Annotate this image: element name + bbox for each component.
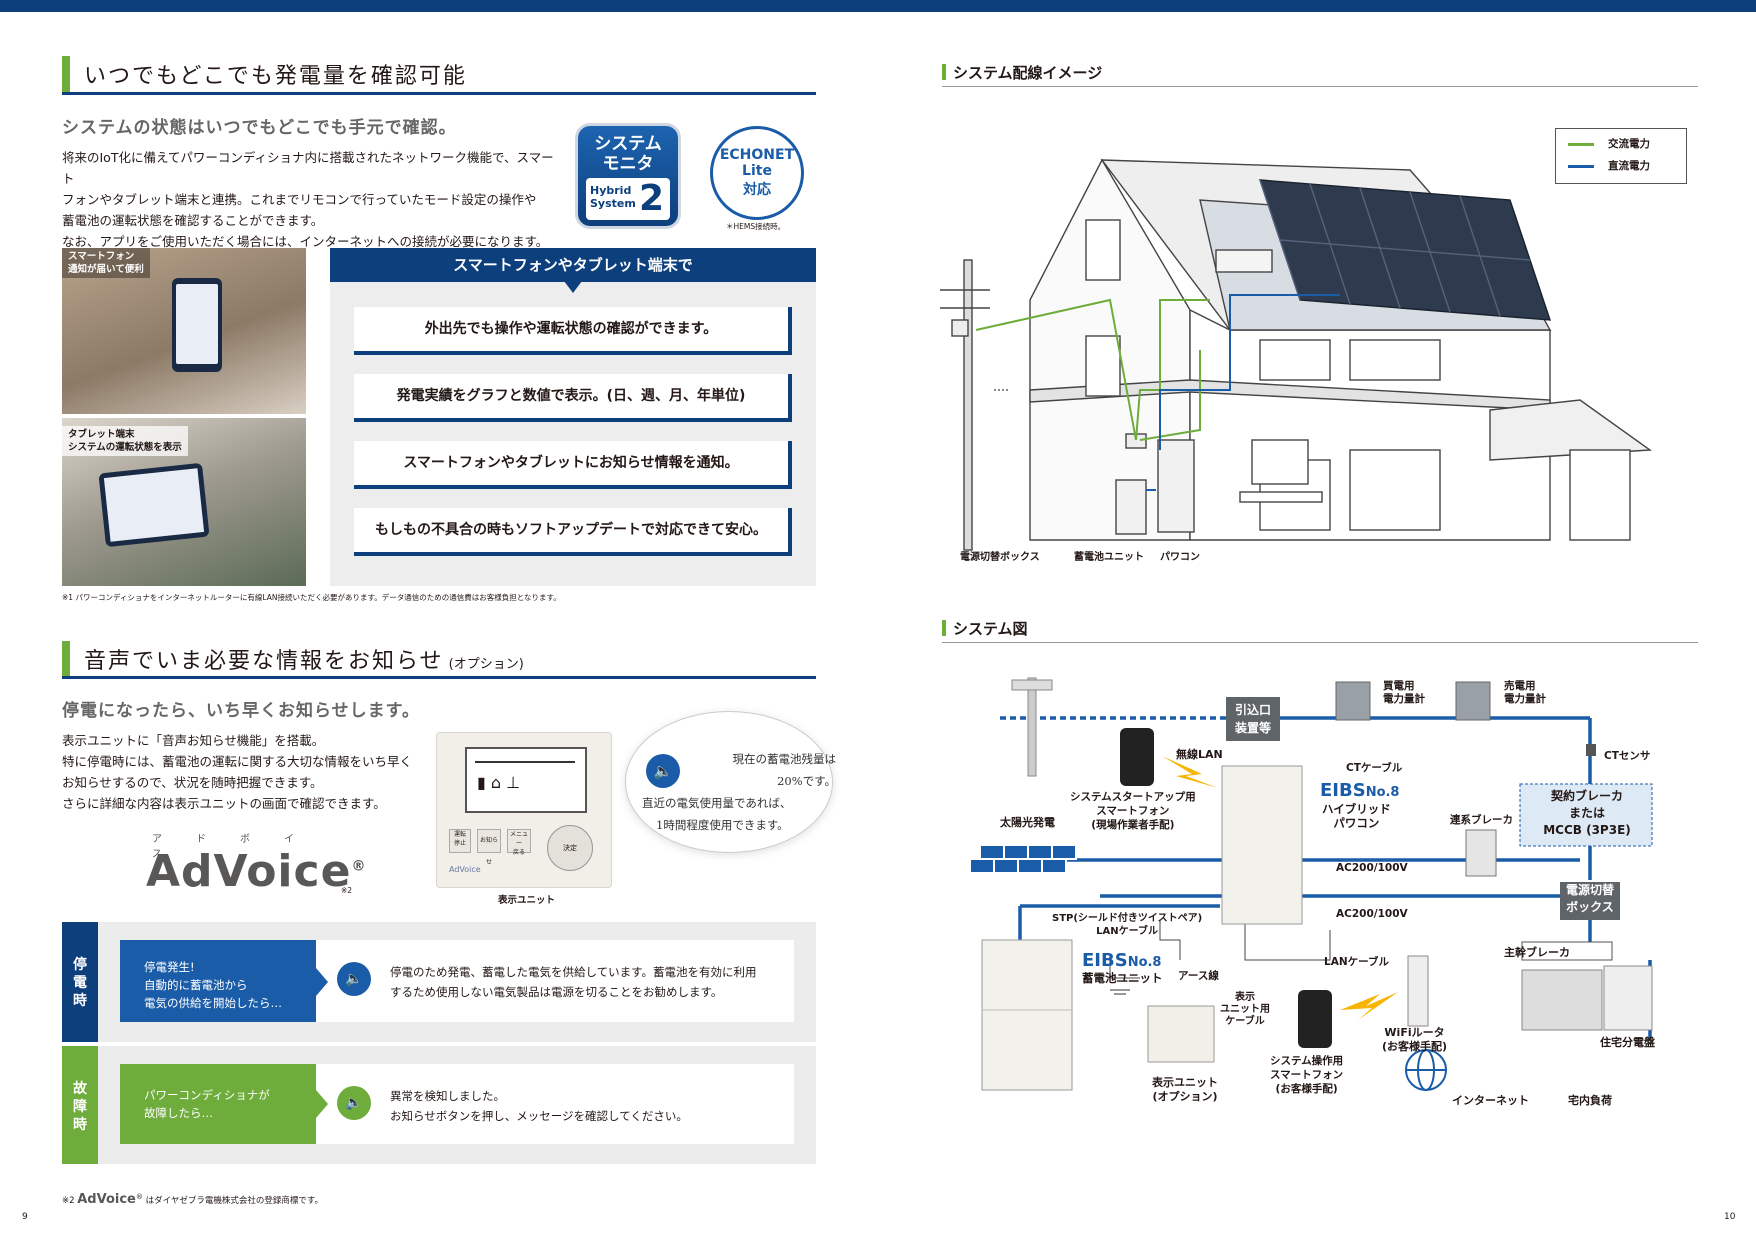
lan-cable-label: LANケーブル: [1324, 956, 1389, 968]
outage-message: 停電のため発電、蓄電した電気を供給しています。蓄電池を有効に利用するため使用しな…: [390, 965, 757, 999]
advoice-logo: AdVoice®: [146, 846, 367, 897]
section-title-remote-monitoring: いつでもどこでも発電量を確認可能: [84, 64, 467, 89]
stp-cable-label: STP(シールド付きツイストペア)LANケーブル: [1052, 913, 1203, 937]
earth-label: アース線: [1178, 970, 1219, 982]
ac-line-swatch: [1568, 143, 1594, 146]
buy-meter-label: 買電用電力量計: [1383, 680, 1425, 705]
subheading: システムの状態はいつでもどこでも手元で確認。: [62, 118, 457, 138]
tablet-photo: タブレット端末 システムの運転状態を表示: [62, 418, 306, 586]
section-underline: [62, 92, 816, 95]
advoice-kana: アドボイス: [152, 834, 328, 860]
outage-side-label: 停電時: [62, 922, 98, 1042]
pcs-label: ハイブリッドパワコン: [1322, 802, 1391, 830]
wifi-router-label: WiFiルータ(お客様手配): [1382, 1026, 1448, 1053]
section-title-wiring: システム配線イメージ: [953, 64, 1103, 82]
speaker-icon: 🔈: [337, 962, 371, 996]
section-title-voice: 音声でいま必要な情報をお知らせ (オプション): [84, 649, 524, 674]
system-diagram: [969, 677, 1653, 1091]
feature-panel-title: スマートフォンやタブレット端末で: [330, 248, 816, 282]
battery-label: 蓄電池ユニット: [1082, 971, 1163, 985]
sell-meter-label: 売電用電力量計: [1504, 680, 1546, 705]
section-accent: [62, 641, 70, 677]
hems-note: ＊HEMS接続時。: [726, 222, 786, 231]
display-cable-label: 表示ユニット用ケーブル: [1220, 992, 1270, 1027]
voice-paragraph: 表示ユニットに「音声お知らせ機能」を搭載。 特に停電時には、蓄電池の運転に関する…: [62, 733, 413, 811]
house-wiring-illustration: [940, 158, 1653, 551]
display-unit: ▮ ⌂ ⊥ 運転停止 お知らせ メニュー戻る 決定 AdVoice: [436, 732, 612, 888]
top-bar: [0, 0, 1756, 12]
dc-line-swatch: [1568, 165, 1594, 168]
system-monitor-badge: システム モニタ Hybrid System 2: [578, 126, 678, 226]
section-accent: [62, 56, 70, 92]
grid-breaker-label: 連系ブレーカ: [1450, 814, 1513, 826]
pv-label: 太陽光発電: [1000, 816, 1055, 829]
panelboard-label: 住宅分電盤: [1600, 1036, 1655, 1049]
ac-label-2: AC200/100V: [1336, 908, 1408, 920]
footnote-mark-2: ※2: [341, 886, 353, 895]
feature-item: スマートフォンやタブレットにお知らせ情報を通知。: [354, 441, 792, 489]
ct-sensor-label: CTセンサ: [1604, 750, 1651, 762]
home-load-label: 宅内負荷: [1568, 1094, 1612, 1107]
speaker-icon: 🔈: [337, 1086, 371, 1120]
failure-condition: パワーコンディショナが故障したら…: [120, 1064, 316, 1144]
feature-item: もしもの不具合の時もソフトアップデートで対応できて安心。: [354, 508, 792, 556]
eibs-pcs-label: EIBSNo.8: [1320, 780, 1400, 801]
intro-paragraph: 将来のIoT化に備えてパワーコンディショナ内に搭載されたネットワーク機能で、スマ…: [62, 150, 554, 270]
wireless-lan-label: 無線LAN: [1176, 748, 1223, 761]
switch-box-label: 電源切替ボックス: [1565, 883, 1614, 914]
section-underline: [62, 676, 816, 679]
tablet-icon: [98, 462, 210, 548]
label-pcs: パワコン: [1160, 552, 1200, 563]
internet-label: インターネット: [1452, 1094, 1529, 1107]
outage-condition: 停電発生!自動的に蓄電池から電気の供給を開始したら…: [120, 940, 316, 1022]
display-unit-option-label: 表示ユニット(オプション): [1152, 1076, 1218, 1103]
display-unit-caption: 表示ユニット: [498, 895, 556, 906]
label-battery: 蓄電池ユニット: [1074, 552, 1144, 563]
smartphone-icon: [172, 278, 222, 372]
ac-label-1: AC200/100V: [1336, 862, 1408, 874]
footnote-2: ※2 AdVoice® はダイヤゼブラ電機株式会社の登録商標です。: [62, 1192, 324, 1207]
subheading: 停電になったら、いち早くお知らせします。: [62, 701, 420, 721]
smartphone-photo: スマートフォン 通知が届いて便利: [62, 248, 306, 414]
speech-text: 現在の蓄電池残量は 20%です。 直近の電気使用量であれば、 1時間程度使用でき…: [642, 752, 836, 832]
page-number-right: 10: [1724, 1212, 1736, 1222]
echonet-lite-badge: ECHONET Lite 対応: [710, 126, 804, 220]
page-number-left: 9: [22, 1212, 28, 1222]
feature-item: 外出先でも操作や運転状態の確認ができます。: [354, 307, 792, 355]
section-title-system: システム図: [953, 620, 1028, 638]
failure-side-label: 故障時: [62, 1046, 98, 1164]
main-breaker-label: 主幹ブレーカ: [1504, 946, 1570, 959]
feature-item: 発電実績をグラフと数値で表示。(日、週、月、年単位): [354, 374, 792, 422]
wiring-legend: 交流電力 直流電力: [1555, 128, 1687, 184]
intake-device: 引込口装置等: [1226, 697, 1280, 741]
display-screen: ▮ ⌂ ⊥: [465, 747, 587, 813]
ct-cable-label: CTケーブル: [1346, 762, 1403, 774]
operation-phone-label: システム操作用スマートフォン(お客様手配): [1270, 1055, 1344, 1095]
failure-message: 異常を検知しました。お知らせボタンを押し、メッセージを確認してください。: [390, 1089, 688, 1123]
footnote-1: ※1 パワーコンディショナをインターネットルーターに有線LAN接続いただく必要が…: [62, 593, 561, 602]
eibs-battery-label: EIBSNo.8: [1082, 950, 1162, 971]
label-switch-box: 電源切替ボックス: [960, 552, 1040, 563]
startup-phone-label: システムスタートアップ用スマートフォン(現場作業者手配): [1070, 791, 1196, 831]
speaker-icon: 🔈: [646, 754, 680, 788]
